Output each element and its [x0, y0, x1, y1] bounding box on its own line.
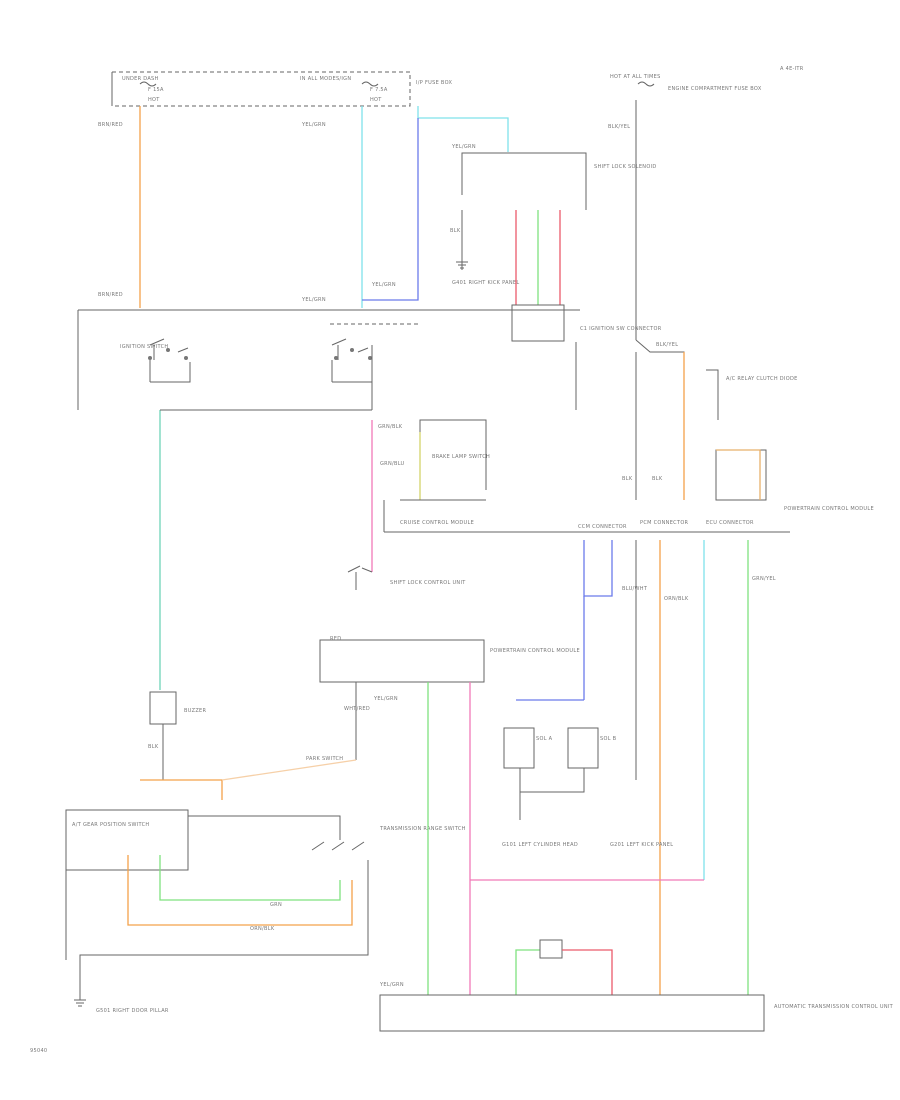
- buzzer-box: [419, 419, 487, 490]
- wire-label-w22: YEL/GRN: [451, 144, 476, 150]
- wire-label-w11: BLU/WHT: [622, 586, 648, 592]
- solenoid-ground-wire: [519, 768, 585, 820]
- wire-label-w6: BLK: [450, 228, 461, 234]
- wire-label-w1: BRN/RED: [98, 122, 123, 128]
- pcm-connector-label: CCM CONNECTOR: [578, 524, 627, 530]
- wire-label-w4: BRN/RED: [98, 292, 123, 298]
- buzzer-left-label: BUZZER: [184, 708, 207, 714]
- wire-label-w14: GRN: [270, 902, 282, 908]
- wire-label-w7: BLK/YEL: [608, 124, 630, 130]
- pcm-connector3-label: ECU CONNECTOR: [706, 520, 754, 526]
- wire-label-w17: BLK: [652, 476, 663, 482]
- power-header: HOT AT ALL TIMES: [610, 74, 661, 80]
- ground-right-label: G201 LEFT KICK PANEL: [610, 842, 673, 848]
- wire-label-w23: WHT/RED: [344, 706, 370, 712]
- pcm-connector2-label: PCM CONNECTOR: [640, 520, 689, 526]
- trans-switch-label: TRANSMISSION RANGE SWITCH: [379, 826, 466, 832]
- ign-switch-right: [331, 338, 373, 383]
- fuse-left-icon: [139, 81, 157, 87]
- shift-ground-wire: [79, 860, 369, 976]
- wire-label-w13: YEL/GRN: [373, 696, 398, 702]
- pcm-side-label: POWERTRAIN CONTROL MODULE: [784, 506, 874, 512]
- corner-tag: A 4E-ITR: [780, 66, 804, 72]
- main-unit-label: POWERTRAIN CONTROL MODULE: [490, 648, 580, 654]
- wire-label-w8: BLK/YEL: [656, 342, 678, 348]
- connector-top-label: C1 IGNITION SW CONNECTOR: [580, 326, 662, 332]
- interlock-switch: [347, 565, 373, 590]
- figure-id: 95040: [30, 1048, 47, 1054]
- wire-label-w16: ORN/BLK: [664, 596, 689, 602]
- wire-label-w3: YEL/GRN: [371, 282, 396, 288]
- fuse-box-left-header: UNDER DASH: [122, 76, 159, 82]
- relay-right-wire: [706, 369, 719, 420]
- wire-label-w12: RED: [330, 636, 341, 642]
- wire-label-w20: YEL/GRN: [379, 982, 404, 988]
- ground-top-label: G401 RIGHT KICK PANEL: [452, 280, 519, 286]
- gear-contacts: [188, 815, 365, 851]
- wire-orange-mid: [140, 779, 223, 800]
- fuse-box-note: I/P FUSE BOX: [416, 80, 452, 86]
- bottom-unit-box: [379, 994, 765, 1032]
- fuse-box-left-pin: HOT: [148, 97, 160, 103]
- wire-tan-relay: [716, 449, 761, 500]
- main-unit-box: [319, 639, 485, 683]
- fuse-mid-icon: [361, 81, 379, 87]
- wire-label-w2: YEL/GRN: [301, 122, 326, 128]
- shift-switch-box: [65, 809, 189, 871]
- small-module-box: [539, 939, 563, 959]
- solenoid-b-label: SOL B: [600, 736, 617, 742]
- shift-switch-label: A/T GEAR POSITION SWITCH: [72, 822, 149, 828]
- wire-orange-loop: [127, 855, 353, 926]
- ground-left-icon: [74, 999, 86, 1007]
- wire-label-w10: BLK: [622, 476, 633, 482]
- relay-right-label: A/C RELAY CLUTCH DIODE: [726, 376, 798, 382]
- ground-left-label: G501 RIGHT DOOR PILLAR: [96, 1008, 169, 1014]
- ign-switch-left: [149, 338, 191, 383]
- solenoid-a-box: [503, 727, 535, 769]
- ground-top-icon: [456, 261, 468, 269]
- fuse-box-mid-fuse: F 7.5A: [370, 87, 388, 93]
- wire-label-w15: BLK: [148, 744, 159, 750]
- wire-green-loop: [159, 855, 341, 901]
- wire-label-w19: GRN/YEL: [752, 576, 776, 582]
- bottom-unit-label: AUTOMATIC TRANSMISSION CONTROL UNIT: [774, 1004, 894, 1010]
- ground-mid-label: G101 LEFT CYLINDER HEAD: [502, 842, 578, 848]
- wire-label-w18: GRN/BLU: [380, 461, 405, 467]
- fuse-box-left-fuse: F 15A: [148, 87, 164, 93]
- wire-label-w21: ORN/BLK: [250, 926, 275, 932]
- wire-blue-loop: [583, 540, 613, 597]
- fuse-box-mid-pin: HOT: [370, 97, 382, 103]
- wire-label-w5: YEL/GRN: [301, 297, 326, 303]
- ign-switch-label: IGNITION SWITCH: [120, 344, 168, 350]
- connector-top-box: [511, 304, 565, 342]
- relay-right-box: [715, 449, 767, 501]
- solenoid-a-label: SOL A: [536, 736, 553, 742]
- interlock-label: SHIFT LOCK CONTROL UNIT: [390, 580, 466, 586]
- fuse-box-mid-header: IN ALL MODES/IGN: [300, 76, 351, 82]
- buzzer-label: BRAKE LAMP SWITCH: [432, 454, 490, 460]
- solenoid-b-box: [567, 727, 599, 769]
- wire-label-w9: GRN/BLK: [378, 424, 403, 430]
- power-fuse-icon: [637, 81, 655, 87]
- ccm-label: CRUISE CONTROL MODULE: [400, 520, 474, 526]
- buzzer-left-box: [149, 691, 177, 725]
- power-desc: ENGINE COMPARTMENT FUSE BOX: [668, 86, 762, 92]
- wire-cyan-2: [417, 106, 509, 152]
- sensor-top-wire: [461, 152, 587, 210]
- sensor-top-label: SHIFT LOCK SOLENOID: [594, 164, 657, 170]
- wire-blue-1: [362, 118, 419, 301]
- park-switch-label: PARK SWITCH: [306, 756, 343, 762]
